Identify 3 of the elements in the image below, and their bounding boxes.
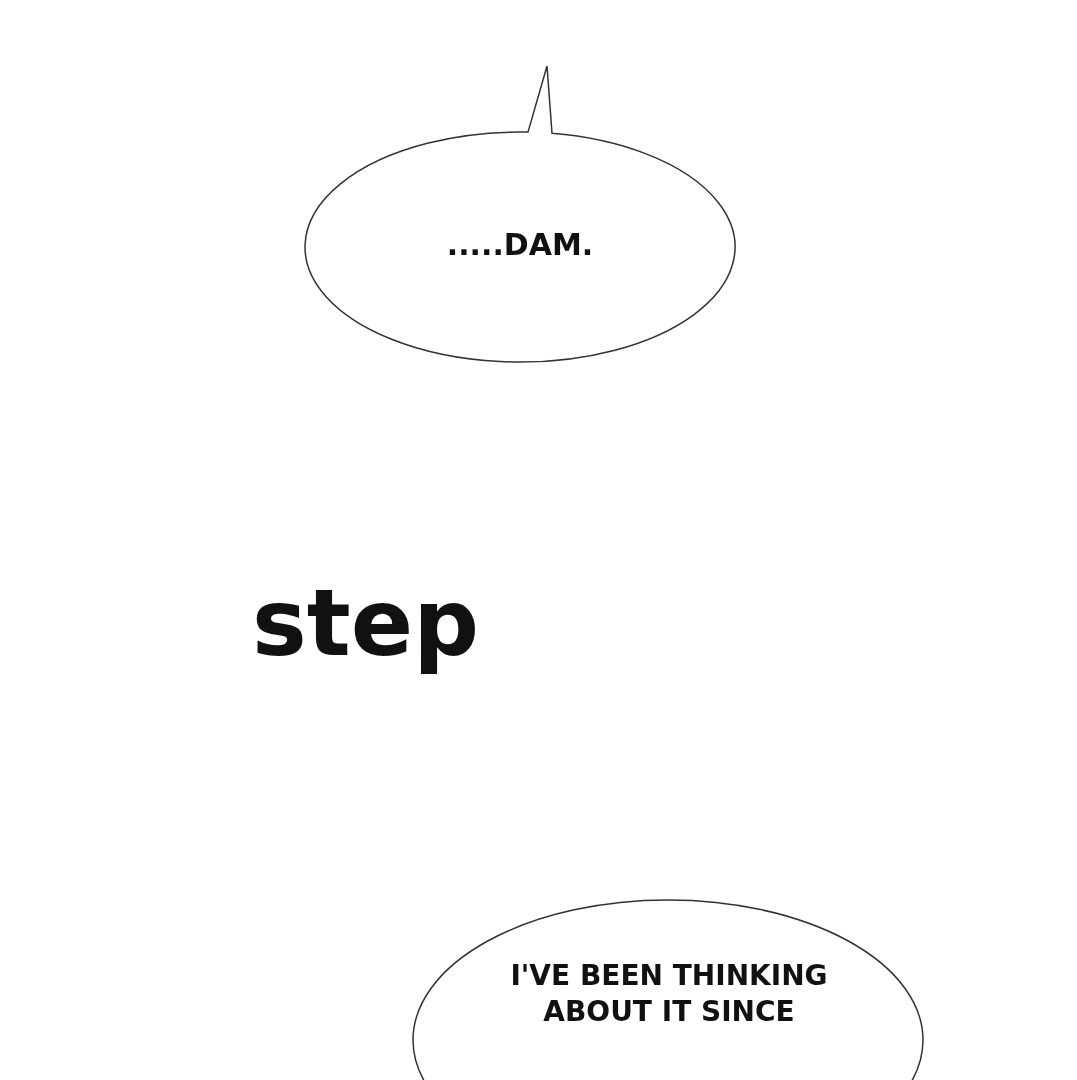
sound-effect-text: step: [252, 570, 479, 677]
speech-text: .....DAM.: [445, 226, 595, 264]
speech-text: I'VE BEEN THINKING ABOUT IT SINCE: [509, 958, 829, 1031]
